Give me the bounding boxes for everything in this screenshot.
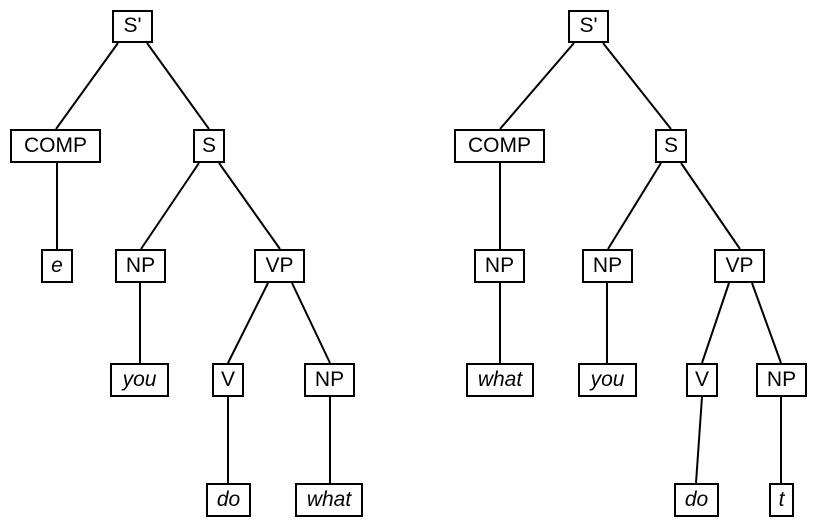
tree-node-r-sbar: S' <box>568 10 609 43</box>
tree-node-label: S <box>201 133 216 157</box>
tree-node-r-what: what <box>466 363 534 397</box>
tree-node-l-do: do <box>206 483 251 517</box>
tree-node-label: NP <box>484 253 515 277</box>
tree-branch-R-VP-to-R-V <box>701 282 730 364</box>
tree-branch-L-Sbar-to-L-COMP <box>55 42 119 130</box>
tree-branch-R-Sbar-to-R-S <box>602 42 672 130</box>
tree-node-label: NP <box>592 253 623 277</box>
tree-node-r-np0: NP <box>474 249 525 283</box>
tree-node-l-np2: NP <box>304 363 355 397</box>
tree-node-label: t <box>778 487 785 511</box>
tree-node-label: what <box>477 367 523 391</box>
tree-node-label: what <box>306 487 352 511</box>
tree-node-l-v: V <box>212 363 244 397</box>
tree-branch-R-S-to-R-NP1 <box>607 162 662 250</box>
tree-node-r-np2: NP <box>756 363 807 397</box>
tree-node-l-sbar: S' <box>112 10 153 43</box>
tree-node-r-comp: COMP <box>454 129 545 163</box>
tree-node-r-v: V <box>686 363 718 397</box>
tree-node-label: NP <box>766 367 797 391</box>
tree-node-r-np1: NP <box>582 249 633 283</box>
tree-node-label: you <box>122 367 157 391</box>
tree-node-label: V <box>220 367 235 391</box>
tree-node-l-e: e <box>41 249 73 283</box>
tree-node-r-do: do <box>674 483 719 517</box>
tree-branch-R-V-to-R-do <box>695 396 703 484</box>
tree-node-label: NP <box>125 253 156 277</box>
tree-branch-L-S-to-L-NP1 <box>140 162 200 250</box>
tree-node-label: do <box>684 487 709 511</box>
tree-branch-R-S-to-R-VP <box>680 162 741 250</box>
tree-node-label: VP <box>265 253 294 277</box>
tree-branch-R-Sbar-to-R-COMP <box>499 42 575 130</box>
tree-node-l-what: what <box>295 483 363 517</box>
tree-node-label: do <box>216 487 241 511</box>
tree-node-label: COMP <box>24 133 87 157</box>
tree-node-l-comp: COMP <box>10 129 101 163</box>
tree-node-label: S' <box>123 14 142 37</box>
tree-node-r-you: you <box>578 363 637 397</box>
tree-node-r-t: t <box>769 483 794 517</box>
tree-node-l-you: you <box>110 363 169 397</box>
tree-node-l-s: S <box>193 129 225 163</box>
tree-node-r-s: S <box>655 129 687 163</box>
tree-node-label: NP <box>314 367 345 391</box>
tree-node-label: VP <box>725 253 754 277</box>
tree-node-label: S' <box>579 14 598 37</box>
tree-branch-R-VP-to-R-NP2 <box>751 282 782 364</box>
tree-node-label: COMP <box>468 133 531 157</box>
tree-branch-L-Sbar-to-L-S <box>146 42 210 130</box>
tree-node-label: you <box>590 367 625 391</box>
tree-node-l-vp: VP <box>254 249 305 283</box>
tree-node-r-vp: VP <box>714 249 765 283</box>
tree-branch-L-S-to-L-VP <box>218 162 281 250</box>
tree-branch-L-VP-to-L-V <box>227 282 269 364</box>
tree-node-label: e <box>51 253 63 277</box>
tree-node-label: V <box>694 367 709 391</box>
tree-node-l-np1: NP <box>115 249 166 283</box>
tree-branch-L-VP-to-L-NP2 <box>291 282 331 364</box>
tree-node-label: S <box>663 133 678 157</box>
